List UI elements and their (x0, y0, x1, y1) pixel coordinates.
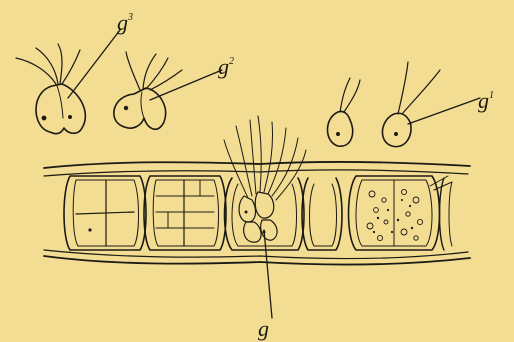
zoospore-single (328, 78, 361, 146)
pointer-g3 (68, 30, 120, 98)
zoospore-g1 (382, 62, 440, 147)
label-g2: g2 (218, 56, 234, 78)
pointer-g2 (150, 70, 222, 100)
label-g3: g3 (117, 12, 133, 34)
algal-filament (44, 116, 470, 265)
pointer-g (264, 230, 272, 318)
label-g1: g1 (478, 90, 494, 112)
label-g: g (258, 318, 269, 340)
cell-2 (144, 176, 226, 250)
pointer-g1 (408, 98, 480, 124)
